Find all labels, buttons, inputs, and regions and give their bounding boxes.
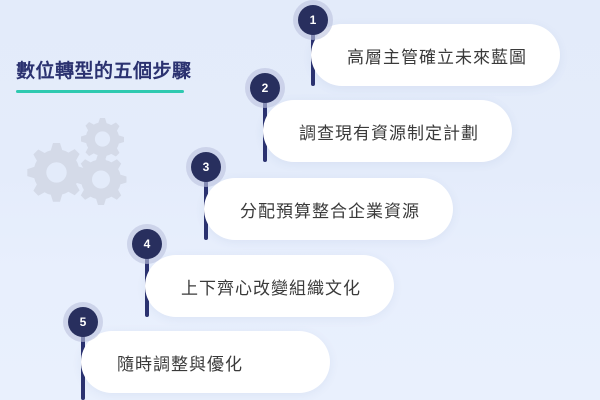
- gears-icon: [22, 106, 152, 211]
- step-badge-5[interactable]: 5: [68, 307, 98, 337]
- step-card-2[interactable]: 調查現有資源制定計劃: [263, 100, 512, 162]
- page-title: 數位轉型的五個步驟: [16, 61, 192, 82]
- step-badge-1[interactable]: 1: [298, 5, 328, 35]
- step-number-5: 5: [79, 315, 87, 329]
- step-number-3: 3: [202, 160, 210, 174]
- step-card-1[interactable]: 高層主管確立未來藍圖: [311, 24, 560, 86]
- step-label-3: 分配預算整合企業資源: [240, 201, 420, 221]
- step-card-3[interactable]: 分配預算整合企業資源: [204, 178, 453, 240]
- step-badge-2[interactable]: 2: [250, 73, 280, 103]
- step-badge-4[interactable]: 4: [132, 229, 162, 259]
- step-badge-3[interactable]: 3: [191, 152, 221, 182]
- step-number-2: 2: [261, 81, 269, 95]
- step-label-1: 高層主管確立未來藍圖: [347, 47, 527, 67]
- step-label-5: 隨時調整與優化: [117, 354, 243, 374]
- step-label-4: 上下齊心改變組織文化: [181, 278, 361, 298]
- step-card-5[interactable]: 隨時調整與優化: [81, 331, 330, 393]
- heading-block: 數位轉型的五個步驟: [16, 61, 246, 93]
- title-underline: [16, 89, 184, 93]
- step-number-4: 4: [143, 237, 151, 251]
- step-label-2: 調查現有資源制定計劃: [299, 123, 479, 143]
- step-number-1: 1: [309, 13, 317, 27]
- step-card-4[interactable]: 上下齊心改變組織文化: [145, 255, 394, 317]
